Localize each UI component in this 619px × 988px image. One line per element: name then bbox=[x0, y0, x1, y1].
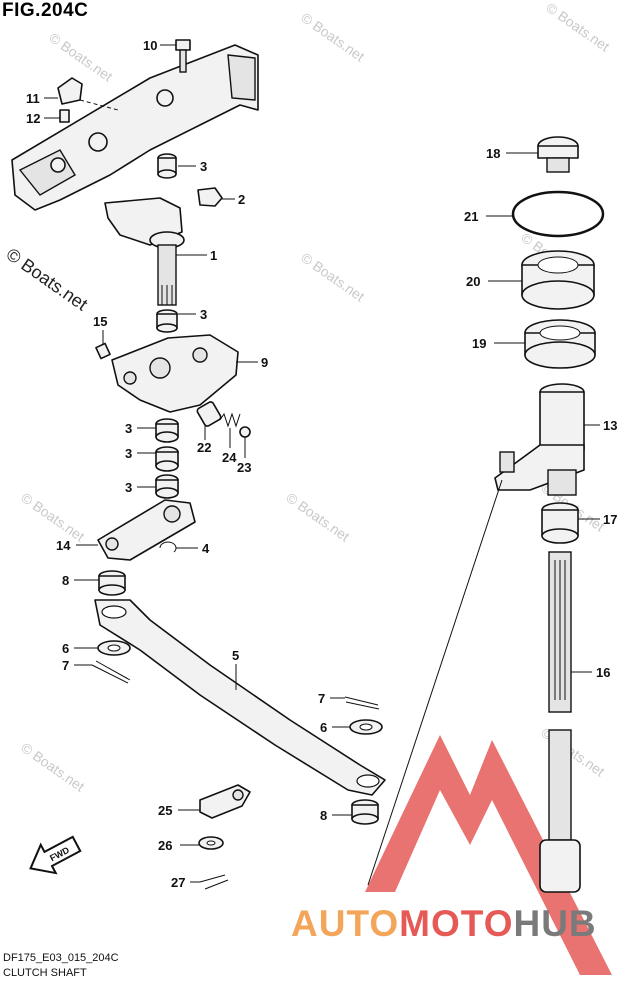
bushing-3 bbox=[155, 418, 179, 443]
callout-19: 19 bbox=[472, 336, 486, 351]
bushing-8 bbox=[351, 799, 379, 825]
callout-11: 11 bbox=[26, 91, 40, 106]
bolt-18 bbox=[537, 136, 579, 173]
cotter-pin-7 bbox=[91, 660, 131, 684]
callout-15: 15 bbox=[93, 314, 107, 329]
bolt-10 bbox=[175, 39, 191, 73]
callout-18: 18 bbox=[486, 146, 500, 161]
callout-7: 7 bbox=[62, 658, 69, 673]
collar-22 bbox=[196, 401, 222, 427]
brand-part-moto: MOTO bbox=[399, 903, 514, 944]
callout-20: 20 bbox=[466, 274, 480, 289]
callout-17: 17 bbox=[603, 512, 617, 527]
callout-8: 8 bbox=[62, 573, 69, 588]
callout-23: 23 bbox=[237, 460, 251, 475]
bolt-15 bbox=[95, 342, 111, 360]
washer-26 bbox=[198, 836, 224, 850]
brand-part-auto: AUTO bbox=[291, 903, 400, 944]
ball-bearing-20 bbox=[521, 250, 595, 310]
snap-ring-21 bbox=[511, 190, 605, 238]
callout-21: 21 bbox=[464, 209, 478, 224]
e-clip-4 bbox=[159, 541, 177, 553]
figure-name: CLUTCH SHAFT bbox=[3, 967, 87, 979]
brand-part-hub: HUB bbox=[513, 903, 597, 944]
callout-3: 3 bbox=[125, 480, 132, 495]
washer-6 bbox=[97, 640, 131, 656]
callout-14: 14 bbox=[56, 538, 71, 553]
callout-6: 6 bbox=[62, 641, 69, 656]
callout-7: 7 bbox=[318, 691, 325, 706]
figure-code: DF175_E03_015_204C bbox=[3, 952, 119, 964]
brand-logo-mark bbox=[365, 735, 612, 975]
bushing-8 bbox=[98, 570, 126, 596]
clutch-lever-1 bbox=[104, 197, 185, 306]
callout-16: 16 bbox=[596, 665, 610, 680]
callout-22: 22 bbox=[197, 440, 211, 455]
callout-13: 13 bbox=[603, 418, 617, 433]
figure-title: FIG.204C bbox=[2, 0, 89, 21]
cotter-pin-7 bbox=[344, 696, 380, 710]
watermark-text: © Boats.net bbox=[543, 0, 612, 55]
watermark-text: © Boats.net bbox=[283, 489, 352, 544]
oil-seal-19 bbox=[524, 319, 596, 369]
spring-24 bbox=[219, 412, 241, 428]
watermark-text: © Boats.net bbox=[46, 29, 115, 84]
bushing-17 bbox=[541, 502, 579, 544]
callout-5: 5 bbox=[232, 648, 239, 663]
bushing-3 bbox=[155, 446, 179, 472]
bushing-3 bbox=[155, 474, 179, 499]
ball-23 bbox=[239, 426, 251, 438]
watermark-text: © Boats.net bbox=[18, 489, 87, 544]
cotter-pin-27 bbox=[199, 874, 229, 890]
callout-9: 9 bbox=[261, 355, 268, 370]
callout-26: 26 bbox=[158, 838, 172, 853]
callout-2: 2 bbox=[238, 192, 245, 207]
callout-10: 10 bbox=[143, 38, 157, 53]
callout-4: 4 bbox=[202, 541, 210, 556]
callout-leaders bbox=[44, 44, 600, 883]
callout-1: 1 bbox=[210, 248, 217, 263]
screw-12 bbox=[59, 109, 70, 123]
callout-6: 6 bbox=[320, 720, 327, 735]
callout-labels: 10 11 12 3 2 1 3 15 9 3 3 3 22 24 23 14 … bbox=[26, 38, 617, 890]
lock-plate-11 bbox=[57, 77, 83, 105]
watermark-text: © Boats.net bbox=[18, 739, 87, 794]
callout-27: 27 bbox=[171, 875, 185, 890]
callout-24: 24 bbox=[222, 450, 237, 465]
callout-3: 3 bbox=[200, 159, 207, 174]
callout-3: 3 bbox=[125, 446, 132, 461]
assembly-guide-line bbox=[367, 479, 503, 886]
bushing-3 bbox=[157, 153, 177, 179]
shift-bracket-9 bbox=[111, 334, 239, 413]
upper-bracket bbox=[11, 44, 259, 211]
watermark-text: © Boats.net bbox=[298, 9, 367, 64]
washer-6 bbox=[349, 719, 383, 735]
clutch-arm-14 bbox=[97, 499, 196, 561]
fwd-arrow: FWD bbox=[29, 835, 82, 875]
stopper-25 bbox=[199, 784, 251, 819]
brand-wordmark: AUTOMOTOHUB bbox=[291, 903, 597, 945]
callout-3: 3 bbox=[125, 421, 132, 436]
clip-2 bbox=[197, 187, 223, 207]
callout-8: 8 bbox=[320, 808, 327, 823]
watermark-text: © Boats.net bbox=[298, 249, 367, 304]
callout-3: 3 bbox=[200, 307, 207, 322]
callout-12: 12 bbox=[26, 111, 40, 126]
clutch-shaft-16 bbox=[539, 551, 581, 893]
bushing-3 bbox=[156, 309, 178, 333]
shift-cam-13 bbox=[494, 383, 585, 496]
shift-rod-5 bbox=[94, 599, 386, 796]
callout-25: 25 bbox=[158, 803, 172, 818]
